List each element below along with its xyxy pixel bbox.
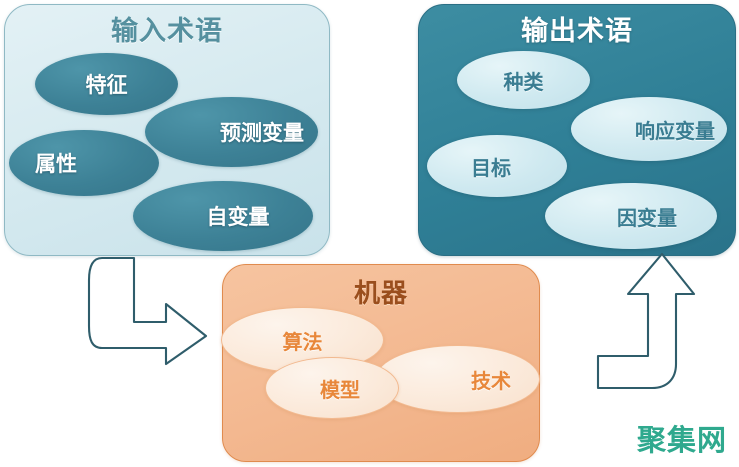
ellipse-label: 响应变量 — [635, 120, 715, 143]
ellipse-label: 目标 — [471, 157, 511, 180]
ellipse-label: 算法 — [282, 331, 323, 354]
ellipse-label: 因变量 — [617, 207, 677, 230]
panel-machine: 机器 算法 技术 模型 — [221, 264, 540, 462]
panel-input-title: 输入术语 — [111, 16, 223, 46]
panel-output-title: 输出术语 — [521, 16, 633, 46]
ellipse-label: 种类 — [503, 71, 544, 94]
ellipse-machine-technique: 技术 — [375, 345, 540, 413]
ellipse-label: 属性 — [35, 153, 77, 176]
panel-output-terms: 输出术语 种类 响应变量 目标 因变量 — [418, 4, 736, 256]
ellipse-input-independent-variable: 自变量 — [133, 181, 313, 251]
ellipse-machine-model: 模型 — [265, 357, 399, 419]
ellipse-label: 技术 — [471, 370, 511, 393]
ellipse-input-predictor-variable: 预测变量 — [145, 97, 318, 167]
ellipse-label: 预测变量 — [220, 122, 304, 145]
ellipse-input-attribute: 属性 — [9, 130, 159, 196]
ellipse-output-response-variable: 响应变量 — [571, 97, 727, 161]
panel-input-terms: 输入术语 特征 预测变量 属性 自变量 — [4, 4, 330, 256]
panel-machine-title: 机器 — [353, 278, 408, 308]
ellipse-output-target: 目标 — [427, 135, 567, 197]
ellipse-label: 特征 — [85, 74, 128, 97]
arrow-machine-to-output — [596, 252, 696, 390]
watermark-logo: 聚集网 — [636, 425, 727, 457]
ellipse-label: 自变量 — [206, 206, 270, 229]
ellipse-input-feature: 特征 — [35, 53, 178, 115]
ellipse-label: 模型 — [320, 379, 360, 402]
ellipse-output-dependent-variable: 因变量 — [545, 183, 717, 249]
arrow-input-to-machine — [87, 256, 208, 366]
arrow-shape — [87, 256, 208, 366]
ellipse-output-class: 种类 — [457, 51, 590, 109]
arrow-shape — [596, 252, 696, 390]
